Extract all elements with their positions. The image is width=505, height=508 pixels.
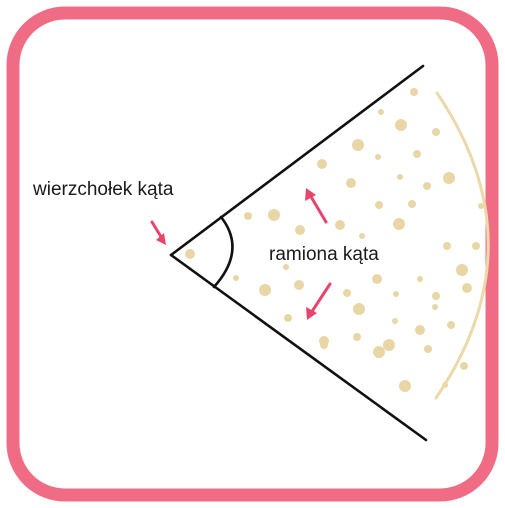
interior-dot	[359, 233, 365, 239]
interior-dot	[335, 220, 345, 230]
interior-dot	[408, 200, 416, 208]
interior-dot	[413, 150, 421, 158]
interior-dot	[393, 218, 405, 230]
interior-dot	[432, 128, 440, 136]
interior-dot	[372, 274, 382, 284]
interior-dot	[373, 346, 385, 358]
interior-dot	[343, 289, 351, 297]
interior-dot	[462, 283, 472, 293]
interior-dot	[283, 264, 289, 270]
interior-dot	[375, 201, 383, 209]
vertex-arrow	[150, 220, 166, 245]
interior-dot	[432, 292, 440, 300]
interior-dot	[185, 249, 195, 259]
interior-dot	[378, 109, 384, 115]
interior-dot	[352, 139, 364, 151]
interior-dot	[472, 242, 480, 250]
interior-dot	[295, 225, 305, 235]
interior-dot	[392, 318, 398, 324]
interior-dot	[268, 209, 280, 221]
upper-arm	[169, 64, 425, 257]
interior-dot	[353, 333, 361, 341]
interior-dot	[443, 242, 451, 250]
interior-dot	[294, 280, 304, 290]
interior-dot	[244, 212, 252, 220]
interior-dot	[432, 304, 438, 310]
interior-dot	[423, 182, 431, 190]
interior-dot	[410, 88, 418, 96]
interior-dots	[185, 88, 484, 392]
interior-dot	[424, 345, 432, 353]
arms-label: ramiona kąta	[269, 244, 379, 265]
interior-dot	[317, 159, 327, 169]
lower-arm-arrow	[306, 282, 332, 320]
interior-dot	[259, 284, 271, 296]
interior-dot	[383, 339, 395, 351]
diagram-frame	[6, 6, 499, 502]
interior-dot	[417, 276, 423, 282]
upper-arm-arrow	[305, 188, 328, 224]
interior-dot	[447, 321, 455, 329]
interior-dot	[395, 119, 407, 131]
angle-marker-arc	[212, 215, 234, 289]
interior-dot	[456, 264, 468, 276]
interior-dot	[393, 291, 399, 297]
interior-dot	[443, 172, 455, 184]
vertex-label: wierzchołek kąta	[32, 179, 174, 200]
interior-dot	[375, 154, 381, 160]
interior-dot	[353, 303, 365, 315]
interior-dot	[320, 341, 328, 349]
interior-dot	[397, 174, 403, 180]
interior-dot	[460, 362, 468, 370]
interior-dot	[415, 325, 425, 335]
interior-dot	[478, 203, 484, 209]
outer-arc	[434, 91, 490, 400]
interior-dot	[399, 380, 411, 392]
interior-dot	[233, 275, 239, 281]
interior-dot	[346, 178, 356, 188]
interior-dot	[284, 314, 292, 322]
